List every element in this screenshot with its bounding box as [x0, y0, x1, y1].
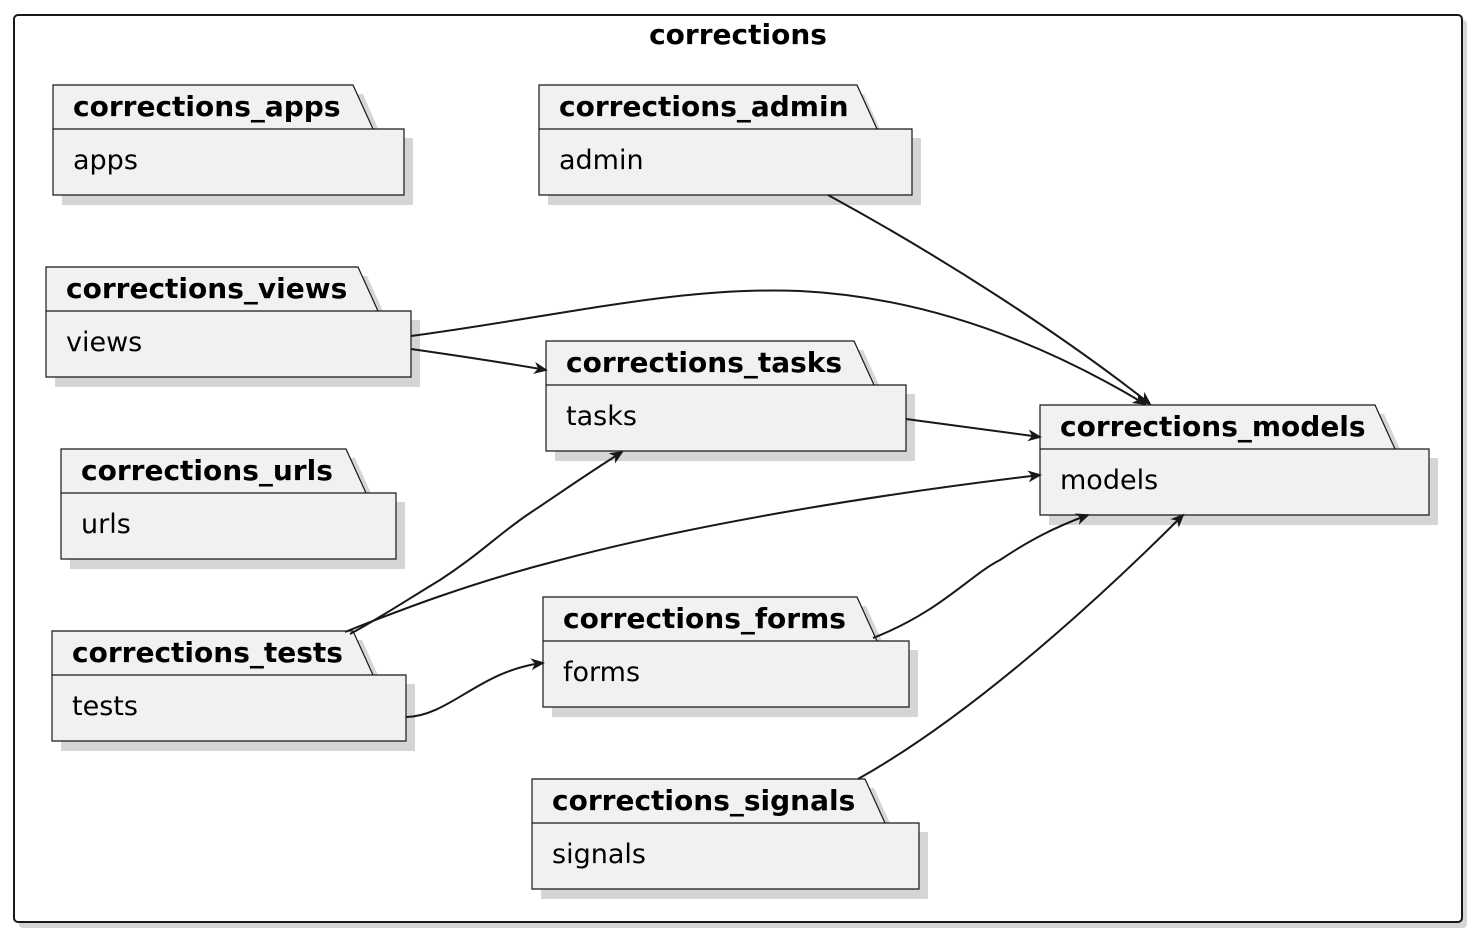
package-body: tasks	[566, 401, 637, 432]
package-title: corrections_admin	[559, 90, 849, 123]
package-body: apps	[73, 145, 138, 176]
edge-forms-to-models	[872, 513, 1090, 639]
package-title: corrections_urls	[81, 454, 333, 487]
frame-title: corrections	[649, 18, 827, 51]
edge-views-to-models	[410, 289, 1147, 406]
package-corrections-tasks[interactable]: corrections_tasks tasks	[545, 340, 915, 461]
package-title: corrections_signals	[552, 784, 855, 817]
edge-tests-to-forms	[405, 658, 545, 718]
edge-signals-to-models	[857, 513, 1185, 780]
package-corrections-models[interactable]: corrections_models models	[1039, 404, 1438, 525]
package-title: corrections_views	[66, 272, 347, 305]
package-corrections-forms[interactable]: corrections_forms forms	[542, 596, 918, 717]
package-title: corrections_tests	[72, 636, 343, 669]
edge-tests-to-models	[344, 470, 1042, 633]
package-corrections-apps[interactable]: corrections_apps apps	[52, 84, 413, 205]
package-corrections-signals[interactable]: corrections_signals signals	[531, 778, 928, 899]
package-body: forms	[563, 657, 640, 688]
package-corrections-views[interactable]: corrections_views views	[45, 266, 420, 387]
package-corrections-urls[interactable]: corrections_urls urls	[60, 448, 405, 569]
edge-views-to-tasks	[410, 348, 548, 374]
edge-admin-to-models	[827, 194, 1152, 406]
package-body: models	[1060, 465, 1158, 496]
package-body: admin	[559, 145, 644, 176]
package-title: corrections_apps	[73, 90, 341, 123]
package-title: corrections_models	[1060, 410, 1366, 443]
edge-tasks-to-models	[905, 418, 1042, 442]
package-body: tests	[72, 691, 138, 722]
edge-tests-to-tasks	[349, 450, 624, 635]
package-title: corrections_tasks	[566, 346, 842, 379]
package-body: signals	[552, 839, 646, 870]
package-corrections-admin[interactable]: corrections_admin admin	[538, 84, 921, 205]
package-body: views	[66, 327, 142, 358]
package-body: urls	[81, 509, 131, 540]
package-title: corrections_forms	[563, 602, 846, 635]
dependency-edges	[344, 194, 1185, 780]
package-corrections-tests[interactable]: corrections_tests tests	[51, 630, 415, 751]
